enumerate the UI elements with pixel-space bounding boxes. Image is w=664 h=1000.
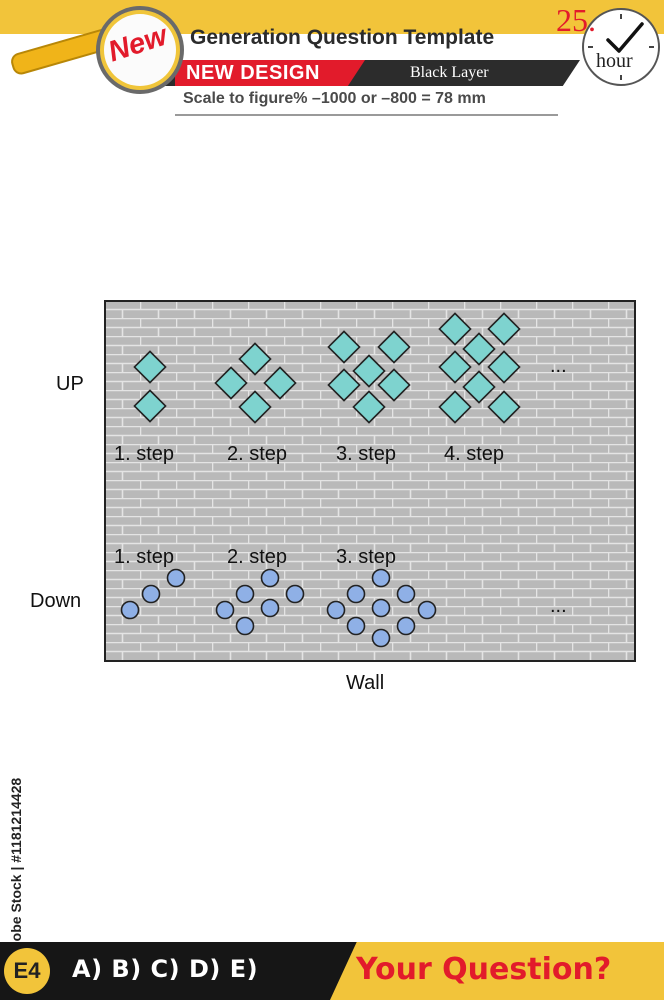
brick-wall: 1. step 2. step 3. step 4. step ... 1. s…	[104, 300, 636, 662]
your-question-prompt: Your Question?	[356, 952, 612, 987]
up-step-label-4: 4. step	[444, 443, 504, 465]
footer-highlight	[330, 942, 664, 1000]
down-step-label-1: 1. step	[114, 546, 174, 568]
template-title: Generation Question Template	[190, 26, 495, 49]
up-step-label-1: 1. step	[114, 443, 174, 465]
up-pattern-step-1	[133, 350, 167, 423]
scale-text: Scale to figure% –1000 or –800 = 78 mm	[183, 90, 486, 107]
up-pattern-step-2	[214, 342, 297, 424]
down-continuation: ...	[550, 595, 567, 617]
up-continuation: ...	[550, 355, 567, 377]
up-label: UP	[56, 373, 84, 395]
down-step-label-3: 3. step	[336, 546, 396, 568]
question-number: 25.	[556, 2, 596, 38]
up-pattern-step-3	[327, 330, 411, 424]
up-step-label-3: 3. step	[336, 443, 396, 465]
answer-choices: A) B) C) D) E)	[72, 955, 259, 983]
clock-icon	[582, 8, 660, 86]
ribbon-black-layer: Black Layer	[410, 64, 489, 81]
ribbon-new-design: NEW DESIGN	[186, 62, 320, 84]
up-step-label-2: 2. step	[227, 443, 287, 465]
up-pattern-step-4	[438, 312, 521, 424]
footer-badge: E4	[4, 948, 50, 994]
down-pattern-step-1	[120, 568, 186, 620]
scale-underline	[175, 114, 558, 116]
wall-label: Wall	[346, 672, 385, 694]
down-pattern-step-3	[326, 568, 437, 648]
checkmark-icon	[588, 14, 654, 80]
down-pattern-step-2	[215, 568, 305, 636]
clock-label: hour	[596, 50, 633, 72]
ribbon-red	[175, 60, 365, 86]
watermark: Adobe Stock | #1181214428	[8, 777, 24, 960]
down-step-label-2: 2. step	[227, 546, 287, 568]
magnifier-lens	[104, 14, 176, 86]
down-label: Down	[30, 590, 82, 612]
